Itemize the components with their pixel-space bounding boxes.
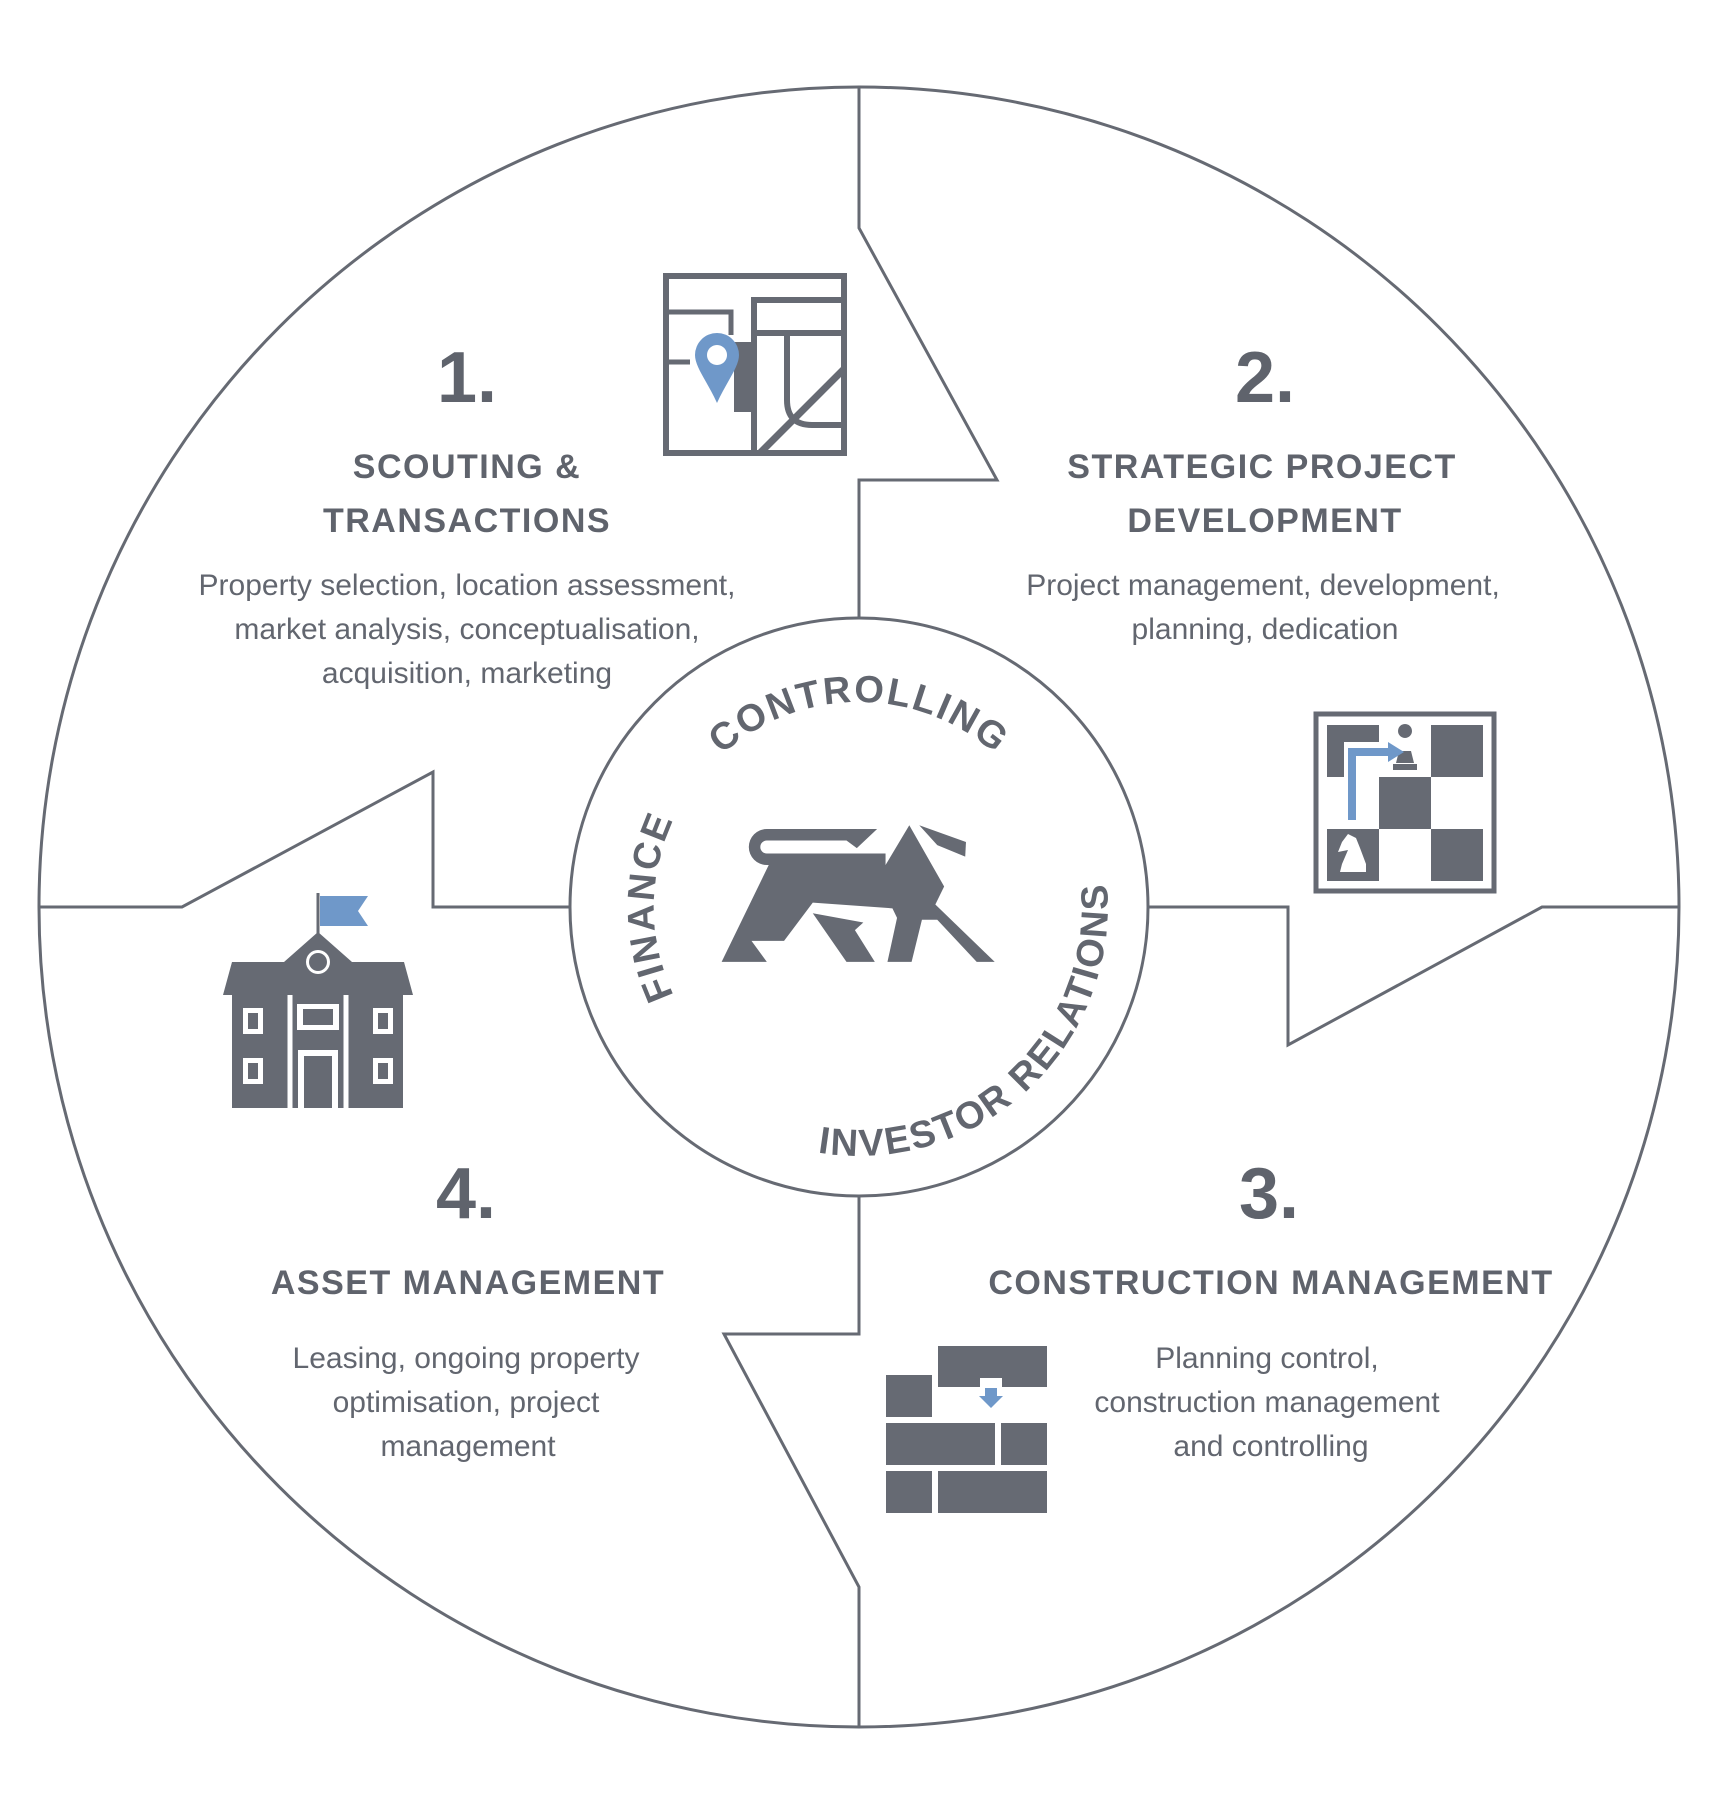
- map-location-icon: [663, 273, 847, 456]
- segment-description: acquisition, marketing: [322, 657, 612, 690]
- ring-label-investor-relations: INVESTOR RELATIONS: [816, 882, 1117, 1166]
- segment-number: 1.: [437, 338, 497, 418]
- school-building-icon: [223, 893, 413, 1113]
- segment-1-scouting-transactions: 1. SCOUTING & TRANSACTIONS Property sele…: [199, 273, 847, 690]
- segment-description: planning, dedication: [1132, 613, 1399, 646]
- segment-description: Leasing, ongoing property: [293, 1342, 640, 1375]
- segment-description: and controlling: [1173, 1430, 1368, 1463]
- segment-number: 4.: [436, 1154, 496, 1234]
- segment-number: 2.: [1235, 338, 1295, 418]
- divider-left: [39, 769, 570, 909]
- building-bricks-icon: [886, 1346, 1047, 1513]
- segment-description: market analysis, conceptualisation,: [234, 613, 699, 646]
- segment-title: CONSTRUCTION MANAGEMENT: [988, 1264, 1553, 1302]
- ring-label-controlling: CONTROLLING: [701, 669, 1017, 762]
- segment-number: 3.: [1239, 1154, 1299, 1234]
- segment-4-asset-management: 4. ASSET MANAGEMENT Leasing, ongoing pro…: [223, 893, 665, 1463]
- lion-logo-icon: [721, 825, 995, 962]
- segment-2-strategic-project-development: 2. STRATEGIC PROJECT DEVELOPMENT Project…: [1026, 338, 1500, 894]
- segment-description: construction management: [1094, 1386, 1440, 1419]
- ring-label-finance: FINANCE: [620, 806, 682, 1008]
- divider-right: [1148, 905, 1679, 1048]
- divider-bottom: [721, 1196, 861, 1727]
- chess-strategy-icon: [1313, 711, 1497, 894]
- segment-title: ASSET MANAGEMENT: [271, 1264, 665, 1302]
- segment-description: Project management, development,: [1026, 569, 1500, 602]
- segment-title: SCOUTING &: [353, 448, 581, 486]
- segment-3-construction-management: 3. CONSTRUCTION MANAGEMENT Planning cont…: [886, 1154, 1553, 1513]
- outer-circle: [37, 85, 1681, 1729]
- segment-title: TRANSACTIONS: [323, 502, 611, 540]
- segment-description: management: [380, 1430, 556, 1463]
- segment-title: STRATEGIC PROJECT: [1067, 448, 1456, 486]
- segment-description: Planning control,: [1155, 1342, 1378, 1375]
- divider-top: [857, 87, 1000, 618]
- segment-description: Property selection, location assessment,: [199, 569, 736, 602]
- segment-description: optimisation, project: [333, 1386, 600, 1419]
- segment-title: DEVELOPMENT: [1127, 502, 1402, 540]
